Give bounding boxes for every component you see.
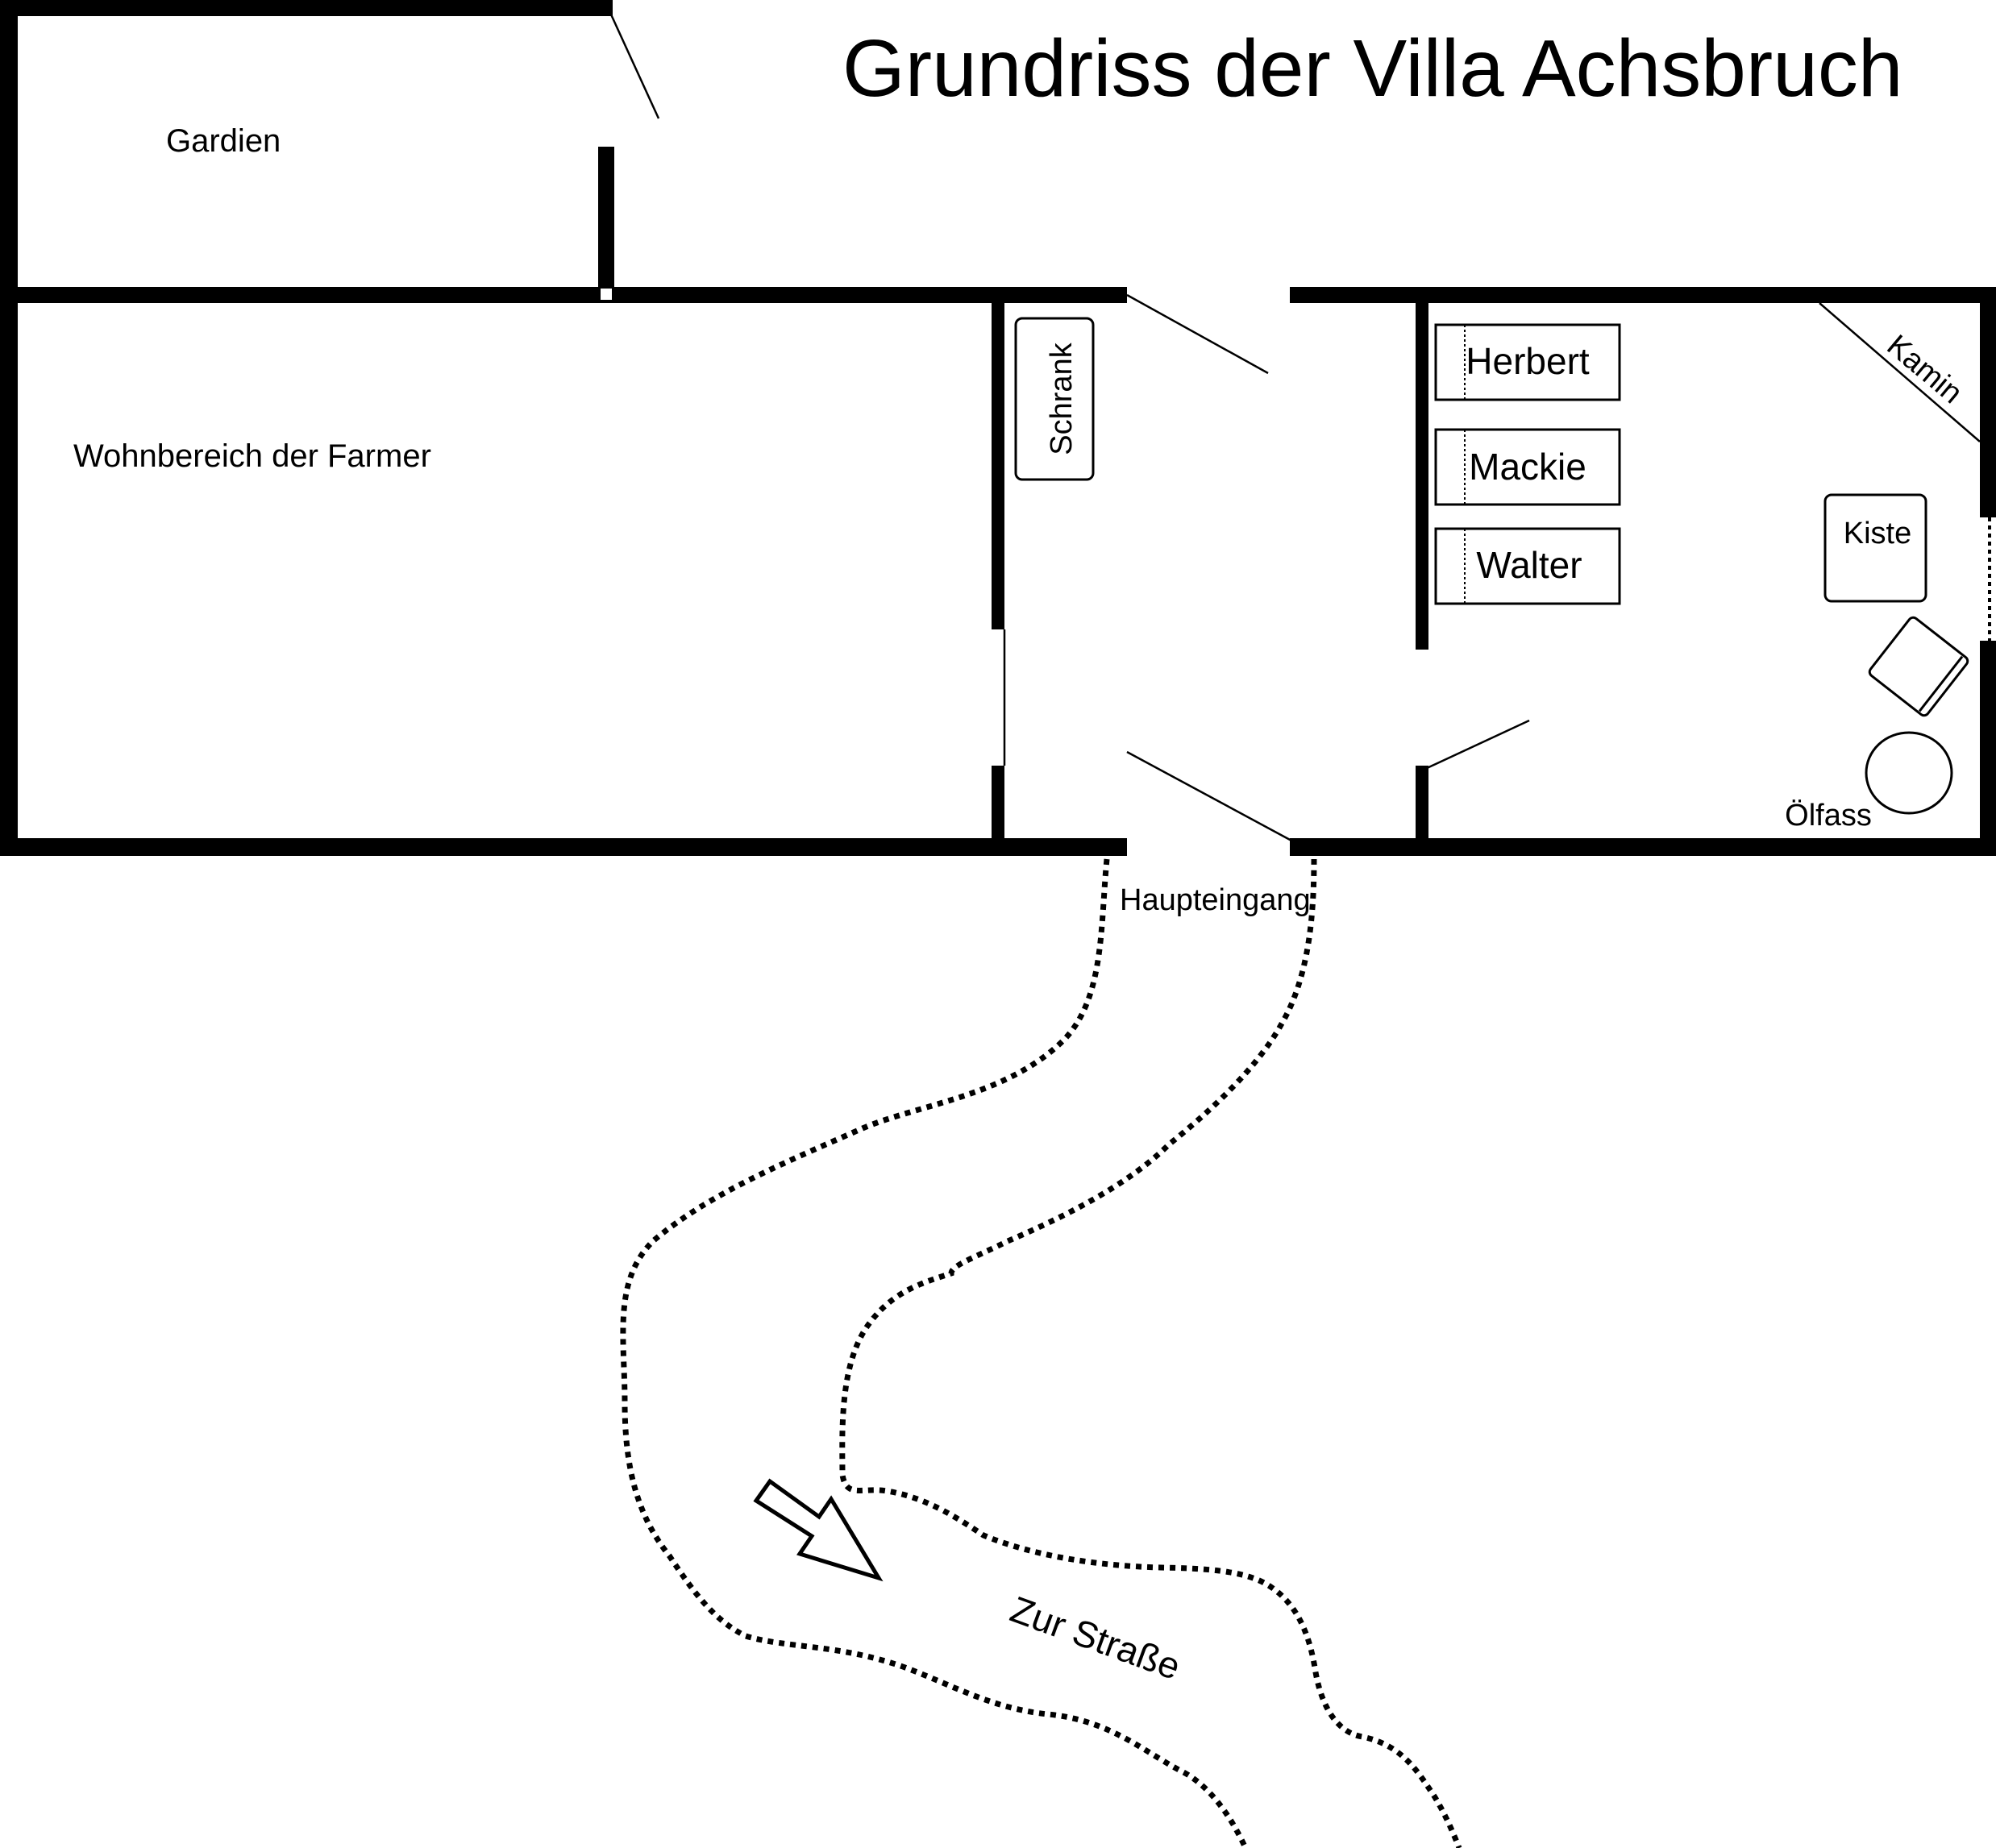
wall-wohn-hall-lower	[992, 766, 1004, 856]
oelfass-label: Ölfass	[1785, 799, 1872, 833]
schrank-label: Schrank	[1045, 342, 1079, 455]
schrank-box	[1014, 317, 1095, 481]
wall-main-top-left	[0, 287, 1127, 303]
wall-gardien-inner	[598, 147, 614, 290]
wall-main-top-right	[1290, 287, 1996, 303]
wall-gardien-left	[0, 0, 18, 290]
bed-label-herbert: Herbert	[1466, 340, 1590, 382]
door-main-entrance	[1126, 750, 1292, 842]
room-label-gardien: Gardien	[166, 123, 281, 159]
kiste-box	[1823, 493, 1927, 603]
wall-gardien-top	[0, 0, 613, 16]
haupteingang-label: Haupteingang	[1120, 883, 1311, 917]
bed-mackie	[1434, 428, 1621, 506]
bed-label-mackie: Mackie	[1469, 446, 1586, 488]
wall-main-bottom-left	[0, 838, 1127, 856]
kiste-label: Kiste	[1844, 517, 1911, 550]
path-to-street	[620, 858, 1462, 1848]
wall-right-lower	[1980, 641, 1996, 856]
furniture	[1014, 302, 1981, 815]
door-right-room	[1424, 719, 1530, 770]
door-gardien	[609, 14, 660, 119]
labels: Grundriss der Villa Achsbruch Gardien Wo…	[73, 23, 1969, 1688]
bed-label-walter: Walter	[1476, 544, 1582, 586]
zur-strasse-label: Zur Straße	[1005, 1588, 1186, 1688]
path-left-edge	[620, 858, 1249, 1848]
wall-wohn-hall-upper	[992, 287, 1004, 629]
chair	[1868, 616, 1969, 717]
kamin-label: Kamin	[1881, 329, 1969, 410]
window-marker-mid	[601, 289, 612, 300]
wall-right-room-lower	[1416, 766, 1428, 856]
wall-right-upper	[1980, 287, 1996, 517]
room-label-wohnbereich: Wohnbereich der Farmer	[73, 438, 431, 474]
wall-main-left	[0, 287, 18, 856]
path-right-edge	[839, 858, 1462, 1848]
wall-main-bottom-right	[1290, 838, 1996, 856]
arrow-icon	[753, 1478, 884, 1582]
page-title: Grundriss der Villa Achsbruch	[842, 23, 1902, 114]
oelfass-drum	[1865, 731, 1953, 815]
walls	[0, 0, 1996, 856]
kamin-line	[1819, 302, 1981, 442]
wall-right-room-upper	[1416, 287, 1428, 650]
door-main-top	[1126, 293, 1269, 375]
bed-walter	[1434, 527, 1621, 605]
doors	[609, 14, 1991, 842]
bed-herbert	[1434, 323, 1621, 401]
